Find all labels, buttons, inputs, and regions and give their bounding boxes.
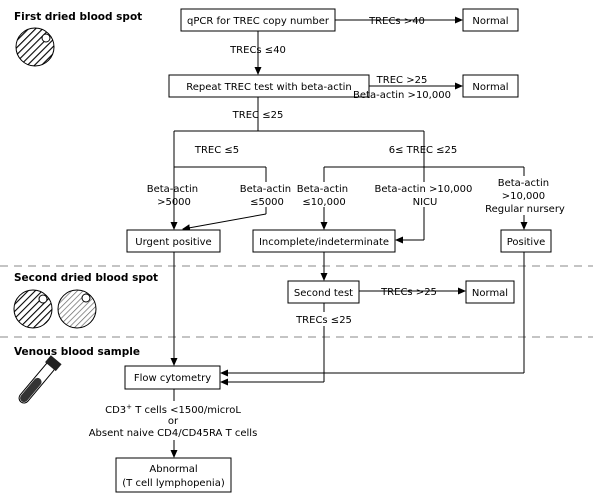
blood-spot-pair-icon	[13, 289, 97, 329]
urgent-positive-box: Urgent positive	[126, 229, 221, 253]
repeat-trec-box: Repeat TREC test with beta-actin	[168, 74, 370, 98]
label-trec-6-25: 6≤ TREC ≤25	[389, 145, 458, 156]
incomplete-label: Incomplete/indeterminate	[259, 237, 389, 248]
normal-label-2: Normal	[472, 82, 508, 93]
abnormal-label: Abnormal	[149, 464, 197, 475]
blood-tube-icon	[18, 355, 62, 404]
positive-label: Positive	[507, 237, 546, 248]
label-beta-gt5000: Beta-actin >5000	[147, 184, 202, 208]
label-trecs-le40: TRECs ≤40	[229, 45, 286, 56]
label-cd3-or: or	[168, 416, 179, 427]
abnormal-box: Abnormal (T cell lymphopenia)	[115, 457, 232, 493]
flow-cytometry-box: Flow cytometry	[124, 365, 221, 390]
urgent-positive-label: Urgent positive	[135, 237, 211, 248]
abnormal-sublabel: (T cell lymphopenia)	[122, 478, 225, 489]
label-trecs-gt25: TRECs >25	[380, 287, 437, 298]
qpcr-label: qPCR for TREC copy number	[187, 16, 330, 27]
repeat-trec-label: Repeat TREC test with beta-actin	[186, 82, 352, 93]
label-trecs-le25: TRECs ≤25	[295, 315, 352, 326]
label-beta-regular-nursery: Beta-actin >10,000 Regular nursery	[485, 178, 565, 215]
blood-spot-card-icon	[15, 27, 55, 67]
label-trecs-gt40: TRECs >40	[368, 16, 425, 27]
second-test-label: Second test	[294, 288, 353, 299]
label-trec-le25: TREC ≤25	[232, 110, 284, 121]
label-beta-nicu: Beta-actin >10,000 NICU	[374, 184, 475, 208]
second-test-box: Second test	[287, 280, 360, 304]
label-trec-gt25: TREC >25	[376, 75, 428, 86]
normal-label-1: Normal	[472, 16, 508, 27]
incomplete-box: Incomplete/indeterminate	[252, 229, 396, 253]
label-beta-gt10000-a: Beta-actin >10,000	[353, 90, 451, 101]
section-title-second: Second dried blood spot	[14, 272, 158, 284]
label-trec-le5: TREC ≤5	[194, 145, 239, 156]
label-beta-le10000: Beta-actin ≤10,000	[297, 184, 352, 208]
label-cd3-criteria: CD3+ T cells <1500/microL	[105, 403, 241, 416]
flow-cytometry-label: Flow cytometry	[134, 373, 211, 384]
positive-box: Positive	[500, 229, 552, 253]
normal-box-1: Normal	[462, 8, 519, 32]
label-beta-le5000: Beta-actin ≤5000	[240, 184, 295, 208]
normal-box-2: Normal	[462, 74, 519, 98]
section-title-first: First dried blood spot	[14, 11, 142, 23]
normal-box-3: Normal	[465, 280, 515, 304]
qpcr-box: qPCR for TREC copy number	[180, 8, 336, 32]
label-cd3-naive: Absent naive CD4/CD45RA T cells	[89, 428, 258, 439]
section-title-venous: Venous blood sample	[14, 346, 140, 358]
normal-label-3: Normal	[472, 288, 508, 299]
